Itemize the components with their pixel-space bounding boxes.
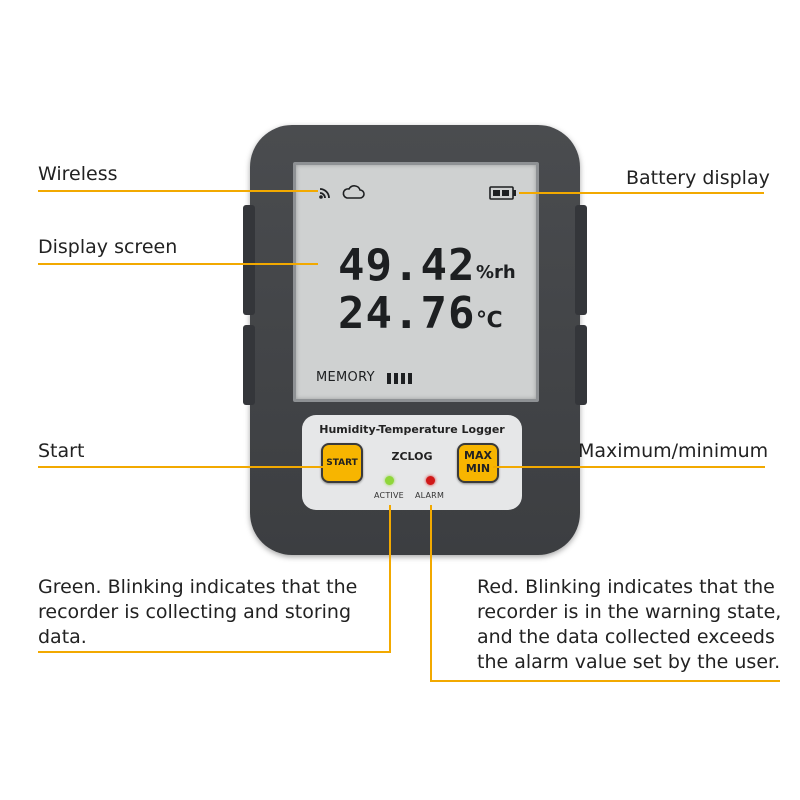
min-label: MIN — [465, 462, 491, 475]
humidity-unit: %rh — [476, 262, 516, 283]
callout-display-screen: Display screen — [38, 236, 178, 258]
start-callout-line — [38, 466, 323, 468]
max-label: MAX — [464, 449, 492, 462]
green-note-line-3: data. — [38, 626, 87, 648]
callout-max-min: Maximum/minimum — [578, 440, 769, 462]
display-callout-line — [38, 263, 318, 265]
temperature-value: 24.76 — [338, 288, 476, 339]
alarm-label: ALARM — [415, 491, 445, 500]
active-label: ACTIVE — [374, 491, 404, 500]
memory-bar — [408, 373, 412, 384]
start-button[interactable]: START — [321, 443, 363, 483]
red-note-line-3: and the data collected exceeds — [477, 626, 775, 648]
right-grip — [575, 205, 587, 315]
alarm-callout-line-h — [430, 680, 780, 682]
display-screen — [293, 162, 539, 402]
wireless-icon — [319, 188, 330, 199]
red-note-line-2: recorder is in the warning state, — [477, 601, 782, 623]
max-min-callout-line — [493, 466, 765, 468]
alarm-callout-line-v — [430, 505, 432, 682]
red-note-line-1: Red. Blinking indicates that the — [477, 576, 775, 598]
active-led — [385, 476, 394, 485]
temperature-unit: ℃ — [476, 308, 503, 333]
callout-green-note: Green. Blinking indicates that the recor… — [38, 575, 368, 650]
panel-title: Humidity-Temperature Logger — [319, 423, 505, 436]
battery-callout-line — [519, 192, 764, 194]
left-grip — [243, 205, 255, 315]
callout-battery-display: Battery display — [626, 167, 770, 189]
left-grip-lower — [243, 325, 255, 405]
right-grip-lower — [575, 325, 587, 405]
memory-bar — [401, 373, 405, 384]
start-button-label: START — [326, 458, 358, 468]
callout-red-note: Red. Blinking indicates that the recorde… — [477, 575, 787, 675]
red-note-line-4: the alarm value set by the user. — [477, 651, 781, 673]
battery-icon — [489, 186, 516, 200]
cloud-icon — [342, 185, 365, 199]
active-callout-line-v — [389, 505, 391, 652]
memory-label: MEMORY — [316, 370, 375, 385]
wireless-callout-line — [38, 190, 318, 192]
humidity-value: 49.42 — [338, 240, 476, 291]
green-note-line-2: recorder is collecting and storing — [38, 601, 352, 623]
active-callout-line-h — [38, 651, 391, 653]
alarm-led — [426, 476, 435, 485]
callout-wireless: Wireless — [38, 163, 118, 185]
brand-label: ZCLOG — [391, 450, 433, 463]
max-min-button[interactable]: MAX MIN — [457, 443, 499, 483]
green-note-line-1: Green. Blinking indicates that the — [38, 576, 358, 598]
callout-start: Start — [38, 440, 85, 462]
memory-bar — [394, 373, 398, 384]
memory-bar — [387, 373, 391, 384]
